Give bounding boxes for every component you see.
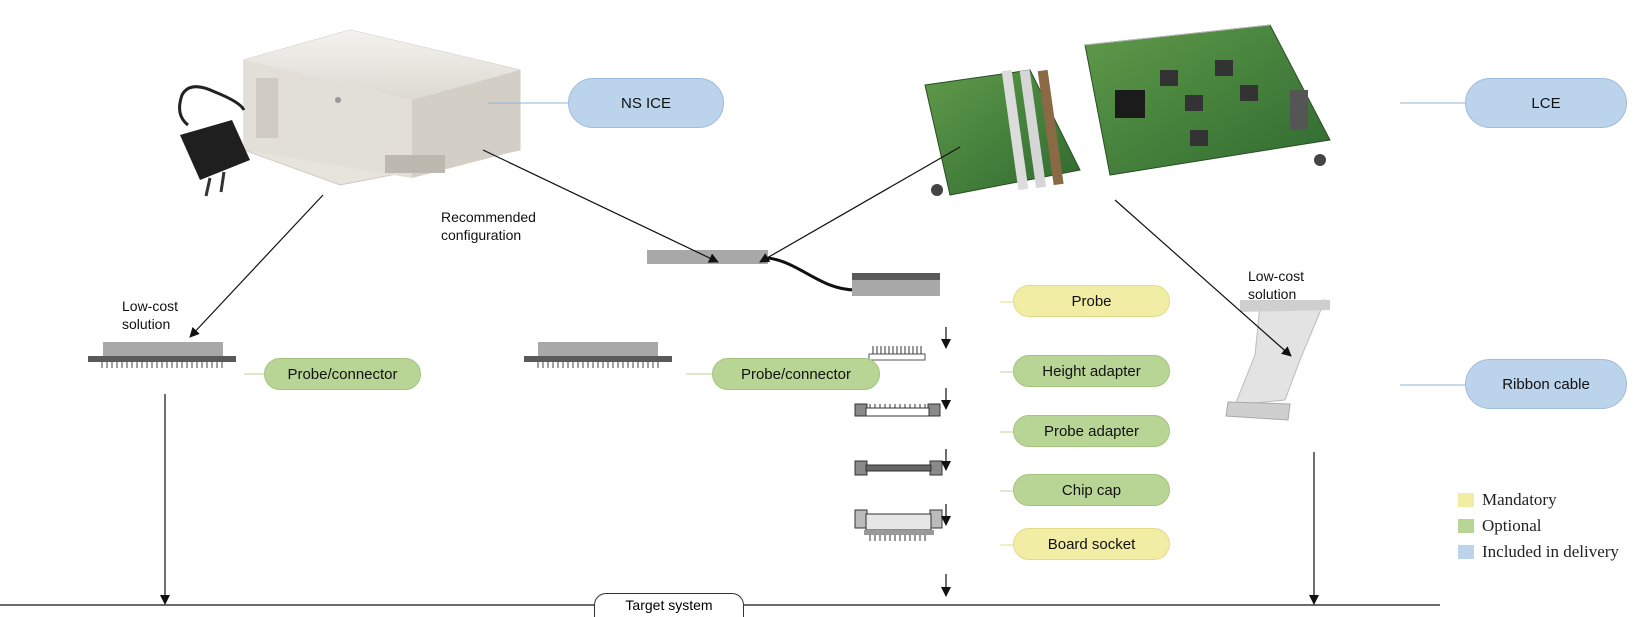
ns-ice-device-image <box>178 29 521 197</box>
legend-swatch-optional <box>1458 519 1474 533</box>
legend-item-optional: Optional <box>1458 513 1619 539</box>
target-system-label: Target system <box>594 593 744 617</box>
legend-swatch-included <box>1458 545 1474 559</box>
ribbon-cable-label: Ribbon cable <box>1465 359 1627 409</box>
board-socket-shape <box>854 509 943 541</box>
lowcost-left-note-line1: Low-cost <box>122 298 179 314</box>
probe-connector-mid-shape <box>524 342 672 368</box>
legend-label-mandatory: Mandatory <box>1482 490 1557 509</box>
legend-item-included: Included in delivery <box>1458 539 1619 565</box>
height-adapter-label: Height adapter <box>1013 355 1170 387</box>
lowcost-right-note-line2: solution <box>1248 286 1297 302</box>
lowcost-left-note-line2: solution <box>122 316 171 332</box>
label-leader-lines-green <box>244 371 1013 492</box>
legend-item-mandatory: Mandatory <box>1458 487 1619 513</box>
board-socket-label: Board socket <box>1013 528 1170 560</box>
probe-connector-mid-label: Probe/connector <box>712 358 880 390</box>
height-adapter-shape <box>868 346 926 361</box>
lowcost-right-note: Low-cost solution <box>1248 267 1304 303</box>
ribbon-cable-image <box>1225 299 1330 421</box>
recommended-note-line2: configuration <box>441 227 522 243</box>
label-leader-lines-yellow <box>1000 301 1013 546</box>
probe-adapter-label: Probe adapter <box>1013 415 1170 447</box>
probe-connector-left-shape <box>88 342 236 368</box>
lce-label: LCE <box>1465 78 1627 128</box>
recommended-note-line1: Recommended <box>441 209 536 225</box>
probe-connector-left-label: Probe/connector <box>264 358 421 390</box>
flow-arrows <box>160 146 1319 605</box>
chip-cap-label: Chip cap <box>1013 474 1170 506</box>
legend-swatch-mandatory <box>1458 493 1474 507</box>
legend-label-included: Included in delivery <box>1482 542 1619 561</box>
label-leader-lines <box>488 102 1465 386</box>
legend: Mandatory Optional Included in delivery <box>1458 487 1619 565</box>
lce-device-image <box>924 24 1331 196</box>
legend-label-optional: Optional <box>1482 516 1542 535</box>
probe-label: Probe <box>1013 285 1170 317</box>
recommended-note: Recommended configuration <box>441 208 536 244</box>
lowcost-left-note: Low-cost solution <box>122 297 178 333</box>
lowcost-right-note-line1: Low-cost <box>1248 268 1305 284</box>
probe-bar <box>647 250 940 296</box>
probe-adapter-shape <box>854 403 941 417</box>
ns-ice-label: NS ICE <box>568 78 724 128</box>
chip-cap-shape <box>854 460 943 476</box>
